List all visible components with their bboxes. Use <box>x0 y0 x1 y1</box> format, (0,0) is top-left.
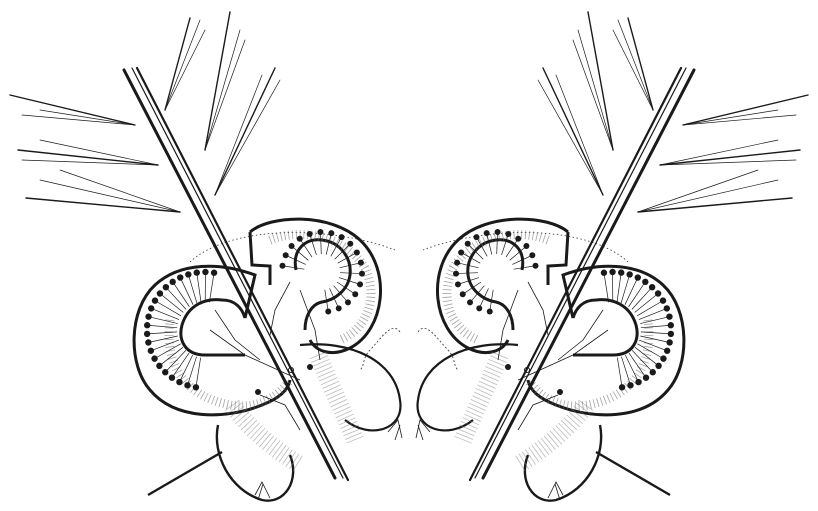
right-half <box>416 12 808 501</box>
left-half <box>10 12 402 501</box>
